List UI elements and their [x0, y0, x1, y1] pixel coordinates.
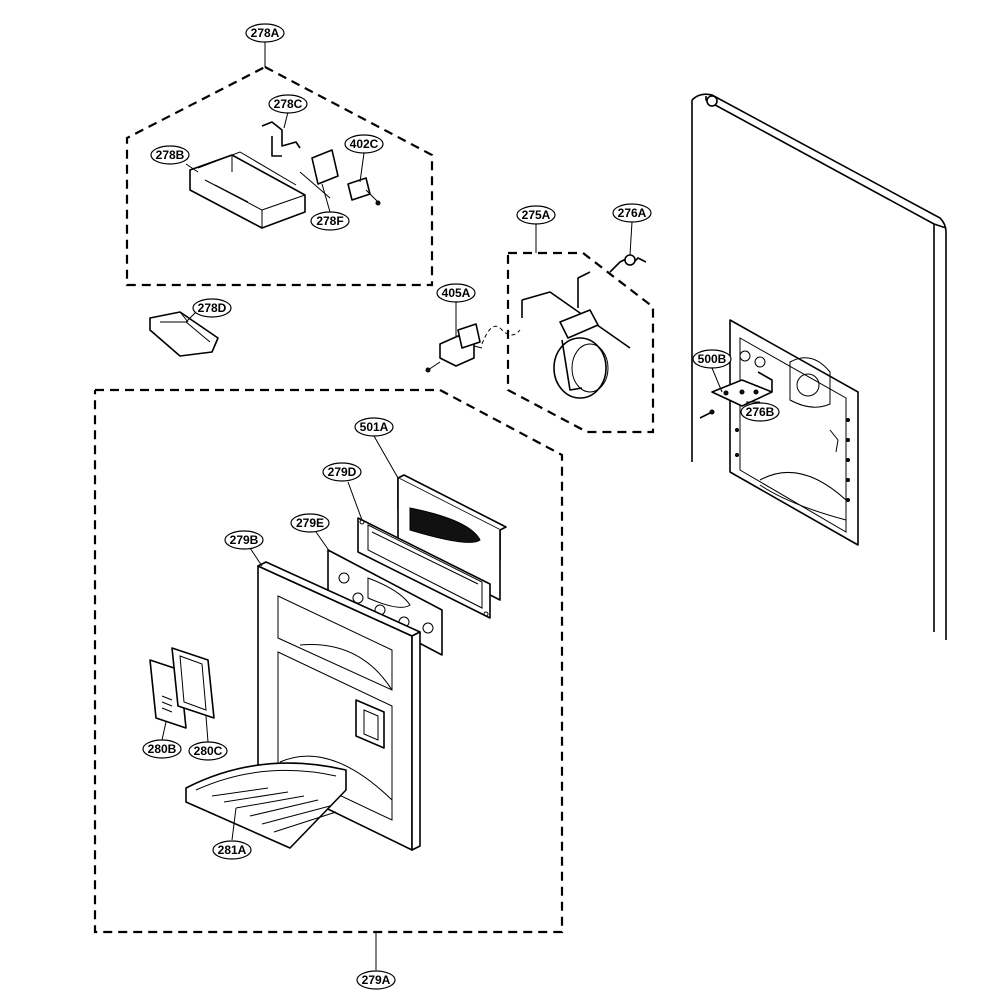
- part-label-276B: 276B: [740, 402, 780, 422]
- frame-280C: [171, 647, 215, 719]
- part-label-278A: 278A: [245, 23, 285, 43]
- part-label-500B-text: 500B: [698, 352, 727, 366]
- lever-278C: [261, 121, 301, 157]
- part-label-281A-text: 281A: [218, 843, 247, 857]
- part-label-278C: 278C: [268, 94, 308, 114]
- part-label-279A-text: 279A: [362, 973, 391, 987]
- bracket-500B: [711, 371, 773, 407]
- motor-assembly-275A: [521, 271, 631, 399]
- plate-278F: [299, 149, 339, 199]
- part-label-279B: 279B: [224, 530, 264, 550]
- part-label-500B: 500B: [692, 349, 732, 369]
- part-label-278D: 278D: [192, 298, 232, 318]
- part-label-278A-text: 278A: [251, 26, 280, 40]
- part-label-279A: 279A: [356, 970, 396, 990]
- part-label-281A: 281A: [212, 840, 252, 860]
- part-label-278B-text: 278B: [156, 148, 185, 162]
- refrigerator-door: [691, 93, 947, 640]
- part-label-275A-text: 275A: [522, 208, 551, 222]
- part-label-279E-text: 279E: [296, 516, 324, 530]
- part-label-280C: 280C: [188, 741, 228, 761]
- part-label-402C-text: 402C: [350, 137, 379, 151]
- panel-501A: [397, 474, 507, 601]
- part-label-279D-text: 279D: [328, 465, 357, 479]
- part-label-280B-text: 280B: [148, 742, 177, 756]
- part-label-276B-text: 276B: [746, 405, 775, 419]
- assembly-275A-outline: [506, 251, 655, 434]
- part-label-278F-text: 278F: [316, 214, 343, 228]
- drip-tray-281A: [185, 762, 347, 849]
- part-label-279B-text: 279B: [230, 533, 259, 547]
- part-label-276A-text: 276A: [618, 206, 647, 220]
- part-label-279D: 279D: [322, 462, 362, 482]
- part-label-275A: 275A: [516, 205, 556, 225]
- part-label-280B: 280B: [142, 739, 182, 759]
- screw-276B: [699, 409, 715, 419]
- part-label-501A-text: 501A: [360, 420, 389, 434]
- assembly-278A-outline: [125, 66, 434, 287]
- leader-lines: [161, 42, 760, 970]
- frame-279D: [357, 517, 491, 619]
- part-label-279E: 279E: [290, 513, 330, 533]
- housing-278B: [189, 151, 306, 229]
- part-label-278B: 278B: [150, 145, 190, 165]
- part-label-280C-text: 280C: [194, 744, 223, 758]
- part-label-405A-text: 405A: [442, 286, 471, 300]
- part-label-501A: 501A: [354, 417, 394, 437]
- part-label-278C-text: 278C: [274, 97, 303, 111]
- cover-278D: [149, 311, 219, 357]
- part-label-402C: 402C: [344, 134, 384, 154]
- part-label-278D-text: 278D: [198, 301, 227, 315]
- spring-276A: [609, 254, 647, 273]
- part-label-278F: 278F: [310, 211, 350, 231]
- solenoid-405A: [425, 323, 521, 373]
- switch-402C: [347, 177, 381, 206]
- part-label-276A: 276A: [612, 203, 652, 223]
- assembly-279A-outline: [93, 388, 564, 934]
- part-label-405A: 405A: [436, 283, 476, 303]
